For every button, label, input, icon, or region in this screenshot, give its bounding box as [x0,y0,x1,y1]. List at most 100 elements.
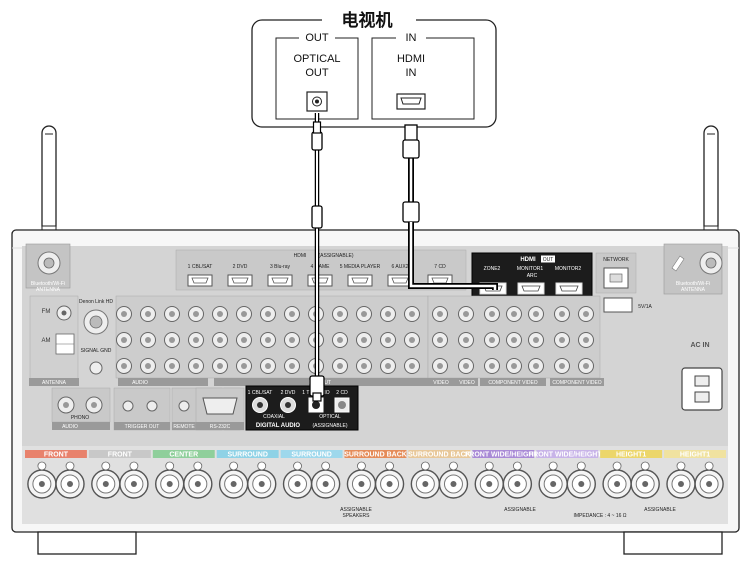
speaker-terminal [694,461,724,499]
rca-jack [284,358,300,374]
rca-jack [578,306,594,322]
fm-am-antenna-section: FM AM ANTENNA [29,295,79,386]
am-label: AM [42,338,51,344]
hdmi-output-label: ZONE2 [484,266,501,272]
rca-jack [116,358,132,374]
tv-hdmi-label-1: HDMI [397,53,425,65]
rca-jack [116,332,132,348]
speaker-terminal [155,461,185,499]
speaker-group-label: SURROUND BACK [344,452,407,459]
rca-jack [356,306,372,322]
hdmi-input-port [267,274,293,287]
speaker-group-label: FRONT WIDE/HEIGHT2 [529,452,606,459]
rca-jack [578,358,594,374]
speaker-group: SURROUND [280,450,343,499]
rca-jack [432,358,448,374]
speaker-group-label: FRONT [108,452,133,459]
tv-title: 电视机 [342,10,393,31]
tv-device: 电视机 OUT OPTICAL OUT IN HDMI IN [251,10,497,128]
speaker-terminal [183,461,213,499]
hdmi-input-port [307,274,333,287]
tv-in-label-bg [396,31,426,45]
speakers-assignable-3-label: ASSIGNABLE [644,507,676,513]
tv-out-label-bg [299,31,335,45]
speaker-group: FRONT WIDE/HEIGHT2 [465,450,542,499]
rca-jack [380,358,396,374]
digital-audio-label: DIGITAL AUDIO [256,423,301,429]
speaker-terminal [438,461,469,499]
hdmi-output-port [517,282,545,295]
hdmi-out-title: HDMI [520,257,536,263]
video-section: VIDEO VIDEO COMPONENT VIDEO COMPONENT VI… [426,378,604,386]
foot-left [37,531,137,555]
digital-audio-assignable: (ASSIGNABLE) [312,423,347,429]
speaker-group: HEIGHT1 [600,450,663,499]
rca-jack [188,306,204,322]
speaker-terminal [119,461,149,499]
speaker-terminal [630,461,660,499]
tv-in-label: IN [406,32,417,44]
tv-hdmi-label-2: IN [406,67,417,79]
hdmi-input-port [187,274,213,287]
rca-jack [212,332,228,348]
rca-jack [380,306,396,322]
rca-jack [432,306,448,322]
speakers-assignable-2-label: ASSIGNABLE [504,507,536,513]
speaker-group: FRONT [88,450,151,499]
hdmi-input-port [227,274,253,287]
speaker-group-label: HEIGHT1 [616,452,646,459]
rca-jack [432,332,448,348]
rca-jack [212,358,228,374]
denon-link-label: Denon Link HD [79,299,113,305]
optical-label: OPTICAL [319,414,341,420]
hdmi-input-label: 4 GAME [311,264,331,270]
rca-jack [236,306,252,322]
antenna-left-jack: Bluetooth/Wi-Fi ANTENNA [25,243,71,293]
hdmi-input-label: 6 AUX2 [392,264,409,270]
tv-optical-label-1: OPTICAL [293,53,340,65]
rca-jack [260,306,276,322]
rca-jack [140,306,156,322]
hdmi-output-label: MONITOR1 [517,266,544,272]
speaker-group: SURROUND [216,450,279,499]
speaker-group-label: FRONT [44,452,69,459]
rca-jack [506,358,522,374]
hdmi-input-label: 7 CD [434,264,446,270]
antenna-right-label-1: Bluetooth/Wi-Fi [676,281,710,287]
rca-jack [188,358,204,374]
rca-jack [528,358,544,374]
hdmi-output-port [555,282,583,295]
fm-label: FM [42,309,51,315]
rca-jack [458,306,474,322]
usb-port-icon [603,297,633,313]
network-label: NETWORK [603,257,629,263]
rca-jack [188,332,204,348]
rca-jack [506,306,522,322]
antenna-left-label-2: ANTENNA [36,287,61,293]
speaker-group-label: FRONT WIDE/HEIGHT2 [465,452,542,459]
antenna-left-label-1: Bluetooth/Wi-Fi [31,281,65,287]
antenna-right-jack: Bluetooth/Wi-Fi ANTENNA [663,243,723,295]
foot-right [623,531,723,555]
component-video-label: COMPONENT VIDEO [488,380,537,386]
hdmi-input-label: 2 DVD [233,264,248,270]
digital-input-label: 2 CD [336,390,348,396]
speakers-assignable-label: ASSIGNABLE [340,507,372,513]
phono-audio-label: AUDIO [62,424,78,430]
speaker-terminal [91,461,121,499]
hdmi-output-label: MONITOR2 [555,266,582,272]
rca-jack [484,358,500,374]
rca-jack [554,332,570,348]
rca-jack [458,358,474,374]
tv-optical-port-icon [306,91,328,112]
rca-jack [284,306,300,322]
speaker-group-label: SURROUND [291,452,331,459]
digital-input-label: 1 CBL/SAT [248,390,273,396]
signal-gnd-label: SIGNAL GND [81,348,112,354]
rca-jack [404,358,420,374]
